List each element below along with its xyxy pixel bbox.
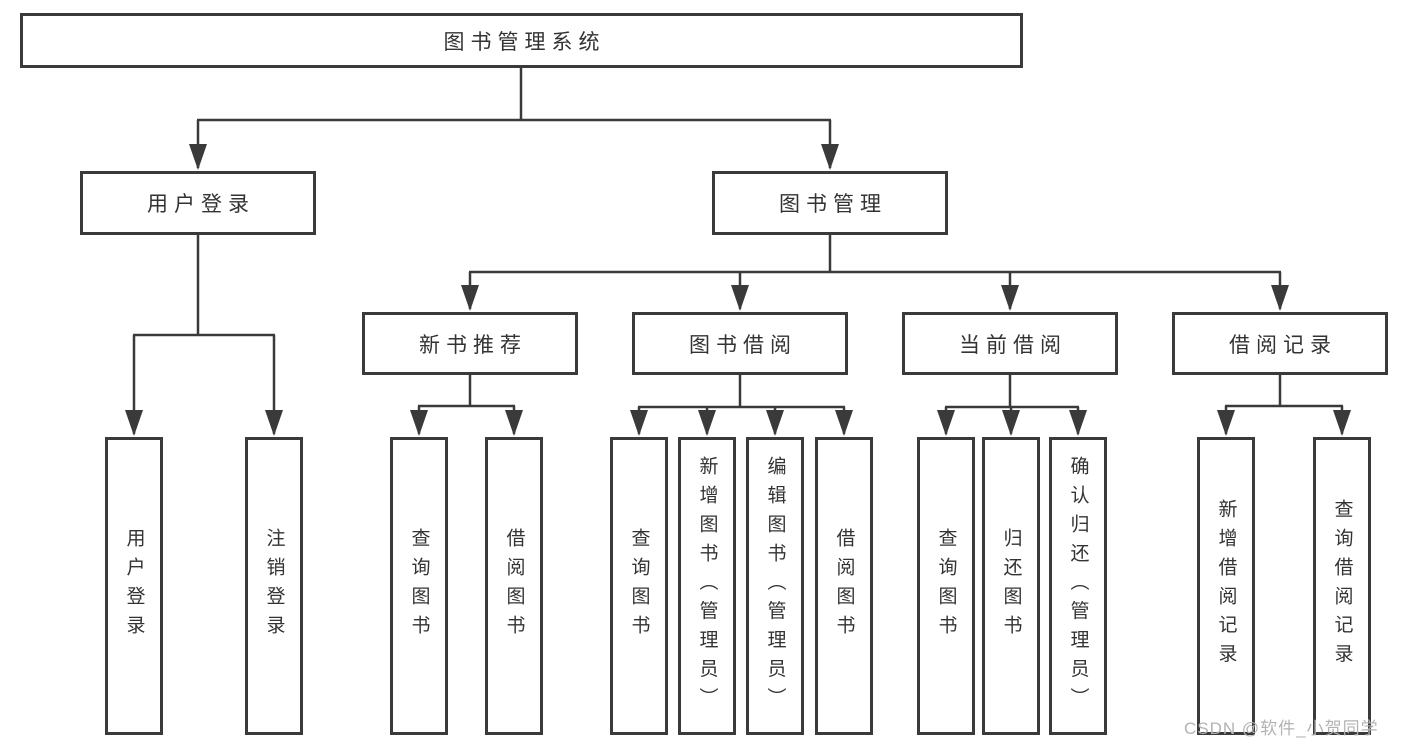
leaf-label: 借阅图书 (833, 528, 855, 644)
leaf-label: 新增图书（管理员） (696, 456, 718, 716)
node-label: 用户登录 (147, 193, 255, 216)
leaf-confirm-return-admin: 确认归还（管理员） (1049, 437, 1107, 735)
leaf-edit-books-admin: 编辑图书（管理员） (746, 437, 804, 735)
leaf-label: 用户登录 (123, 528, 145, 644)
leaf-label: 查询图书 (628, 528, 650, 644)
node-book-borrowing: 图书借阅 (632, 312, 848, 375)
leaf-newbook-borrow-books: 借阅图书 (485, 437, 543, 735)
leaf-label: 查询图书 (408, 528, 430, 644)
node-current-borrowing: 当前借阅 (902, 312, 1118, 375)
node-new-book-recommendation: 新书推荐 (362, 312, 578, 375)
node-label: 当前借阅 (959, 333, 1067, 357)
leaf-label: 查询借阅记录 (1331, 499, 1353, 673)
node-library-management-system: 图书管理系统 (20, 13, 1023, 68)
node-label: 图书管理 (779, 193, 887, 216)
leaf-label: 注销登录 (263, 528, 285, 644)
leaf-borrow-books: 借阅图书 (815, 437, 873, 735)
node-label: 图书管理系统 (443, 30, 606, 54)
leaf-return-books: 归还图书 (982, 437, 1040, 735)
leaf-borrowing-query-books: 查询图书 (610, 437, 668, 735)
node-borrowing-records: 借阅记录 (1172, 312, 1388, 375)
leaf-newbook-query-books: 查询图书 (390, 437, 448, 735)
leaf-label: 查询图书 (935, 528, 957, 644)
leaf-add-borrow-record: 新增借阅记录 (1197, 437, 1255, 735)
csdn-watermark: CSDN @软件_小贺同学 (1184, 719, 1379, 738)
node-user-login: 用户登录 (80, 171, 316, 235)
leaf-label: 确认归还（管理员） (1067, 456, 1089, 716)
leaf-query-borrow-record: 查询借阅记录 (1313, 437, 1371, 735)
node-label: 新书推荐 (419, 333, 527, 357)
leaf-label: 借阅图书 (503, 528, 525, 644)
leaf-user-login: 用户登录 (105, 437, 163, 735)
leaf-label: 编辑图书（管理员） (764, 456, 786, 716)
leaf-add-books-admin: 新增图书（管理员） (678, 437, 736, 735)
node-book-management: 图书管理 (712, 171, 948, 235)
node-label: 图书借阅 (689, 333, 797, 357)
node-label: 借阅记录 (1229, 333, 1337, 357)
leaf-label: 新增借阅记录 (1215, 499, 1237, 673)
leaf-current-query-books: 查询图书 (917, 437, 975, 735)
leaf-label: 归还图书 (1000, 528, 1022, 644)
leaf-logout: 注销登录 (245, 437, 303, 735)
